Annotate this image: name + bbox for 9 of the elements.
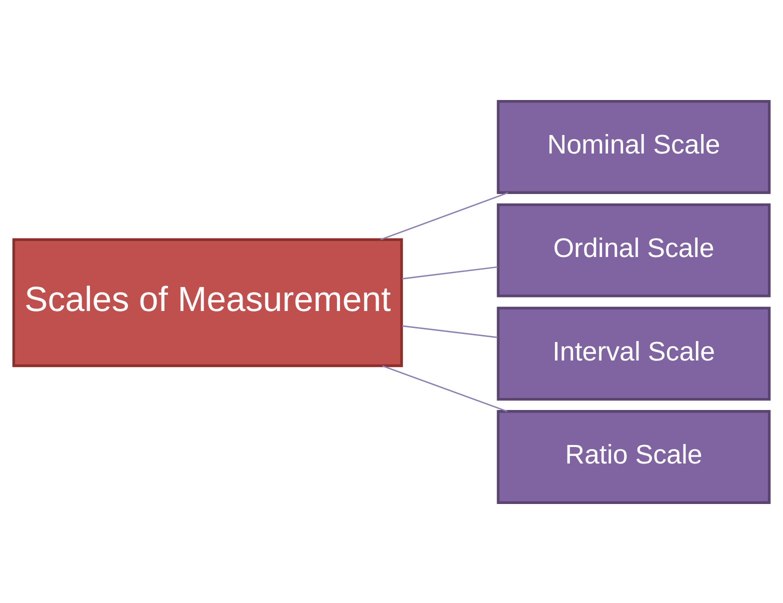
node-box: Nominal Scale	[496, 100, 771, 194]
connector	[380, 192, 508, 240]
connector	[402, 324, 498, 338]
node-box: Ratio Scale	[496, 410, 771, 504]
node-box: Scales of Measurement	[12, 238, 403, 367]
connector	[402, 266, 498, 279]
connector	[382, 364, 508, 412]
node-box: Interval Scale	[496, 306, 771, 400]
node-box: Ordinal Scale	[496, 202, 771, 297]
